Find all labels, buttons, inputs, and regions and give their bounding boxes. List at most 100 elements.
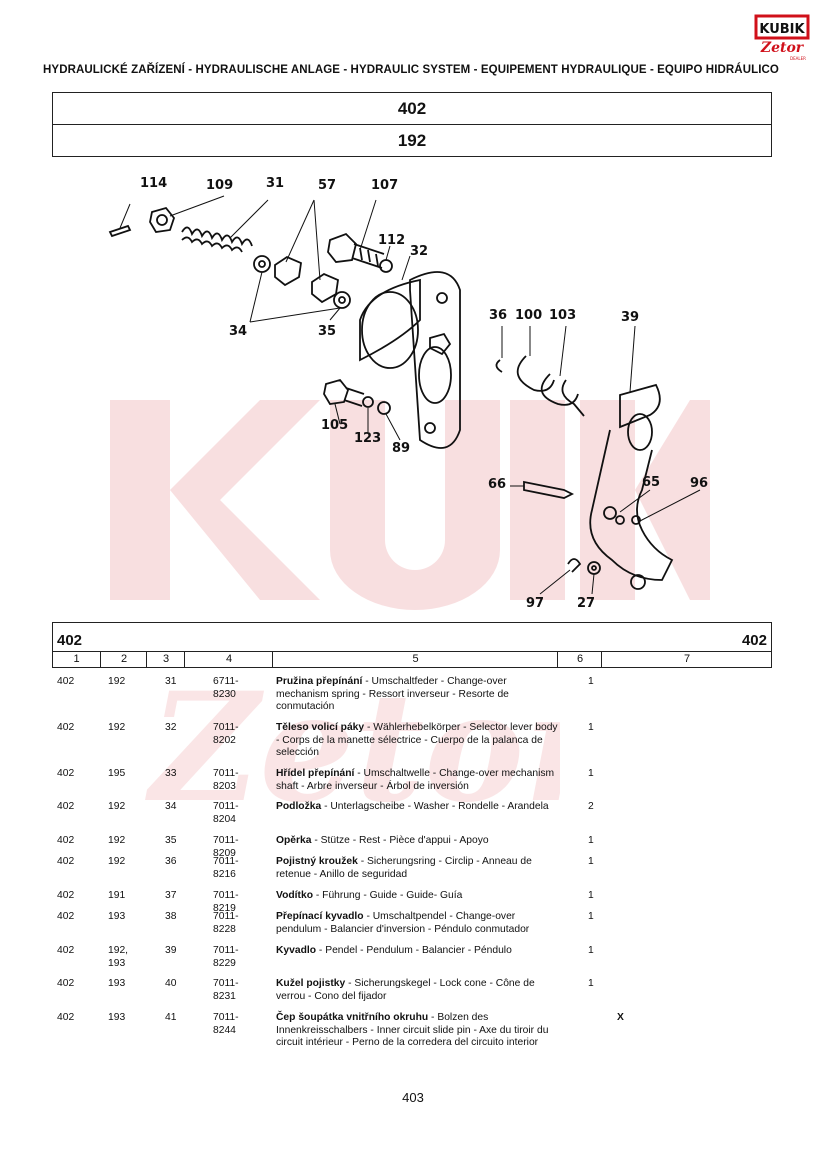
row-cell-2: 192 xyxy=(108,801,126,812)
row-cell-2: 192 xyxy=(108,676,126,687)
row-description: Přepínací kyvadlo - Umschaltpendel - Cha… xyxy=(276,911,562,936)
row-qty: 1 xyxy=(588,945,594,956)
row-cell-2: 192 xyxy=(108,722,126,733)
row-qty: 1 xyxy=(588,890,594,901)
callout-57: 57 xyxy=(318,178,337,193)
row-cell-1: 402 xyxy=(57,856,75,867)
row-description: Těleso volicí páky - Wählerhebelkörper -… xyxy=(276,722,562,760)
row-cell-2: 193 xyxy=(108,978,126,989)
row-part-number: 7011-8203 xyxy=(213,768,239,792)
callout-114: 114 xyxy=(140,176,168,191)
row-cell-3: 31 xyxy=(165,676,177,687)
row-name: Hřídel přepínání xyxy=(276,768,355,779)
row-name: Opěrka xyxy=(276,835,312,846)
svg-text:Zetor: Zetor xyxy=(760,40,805,56)
callout-31: 31 xyxy=(266,176,285,191)
row-part-number: 6711-8230 xyxy=(213,676,239,700)
row-qty: 1 xyxy=(588,676,594,687)
column-headers: 1 2 3 4 5 6 7 xyxy=(53,651,771,667)
svg-text:DEALER: DEALER xyxy=(790,56,806,61)
callout-89: 89 xyxy=(392,441,411,456)
row-description: Vodítko - Führung - Guide - Guide- Guía xyxy=(276,890,562,903)
zetor-watermark: Zetor xyxy=(145,660,560,836)
group-code-left: 402 xyxy=(57,632,83,649)
callout-109: 109 xyxy=(206,178,234,193)
row-part-number: 7011-8231 xyxy=(213,978,239,1002)
row-desc: - Unterlagscheibe - Washer - Rondelle - … xyxy=(321,801,549,812)
col-header-3: 3 xyxy=(146,652,185,667)
row-description: Podložka - Unterlagscheibe - Washer - Ro… xyxy=(276,801,562,814)
row-name: Pružina přepínání xyxy=(276,676,363,687)
row-qty: 1 xyxy=(588,722,594,733)
callout-96: 96 xyxy=(690,476,709,491)
kubik-watermark xyxy=(110,400,710,610)
callout-34: 34 xyxy=(229,324,248,339)
row-description: Hřídel přepínání - Umschaltwelle - Chang… xyxy=(276,768,562,793)
row-cell-2: 191 xyxy=(108,890,126,901)
row-cell-1: 402 xyxy=(57,835,75,846)
row-name: Kužel pojistky xyxy=(276,978,346,989)
row-cell-1: 402 xyxy=(57,890,75,901)
col-header-5: 5 xyxy=(272,652,558,667)
row-cell-1: 402 xyxy=(57,801,75,812)
svg-text:KUBIK: KUBIK xyxy=(759,22,805,37)
row-description: Kužel pojistky - Sicherungskegel - Lock … xyxy=(276,978,562,1003)
callout-97: 97 xyxy=(526,596,545,611)
parts-table-header: 402 402 1 2 3 4 5 6 7 xyxy=(52,622,772,668)
row-description: Pružina přepínání - Umschaltfeder - Chan… xyxy=(276,676,562,714)
row-description: Opěrka - Stütze - Rest - Pièce d'appui -… xyxy=(276,835,562,848)
row-part-number: 7011-8204 xyxy=(213,801,239,825)
row-part-number: 7011-8244 xyxy=(213,1012,239,1036)
row-desc: - Umschaltwelle - Change-over mechanism … xyxy=(276,768,555,792)
row-qty: 1 xyxy=(588,768,594,779)
row-qty: 1 xyxy=(588,835,594,846)
row-cell-3: 41 xyxy=(165,1012,177,1023)
row-cell-2: 193 xyxy=(108,1012,126,1023)
row-note: X xyxy=(617,1012,624,1023)
row-cell-2: 192, 193 xyxy=(108,945,129,969)
row-desc: - Wählerhebelkörper - Selector lever bod… xyxy=(276,722,558,759)
callout-65: 65 xyxy=(642,475,661,490)
row-description: Pojistný kroužek - Sicherungsring - Circ… xyxy=(276,856,562,881)
callout-107: 107 xyxy=(371,178,399,193)
row-name: Těleso volicí páky xyxy=(276,722,365,733)
svg-text:Zetor: Zetor xyxy=(145,660,560,836)
row-desc: - Sicherungsring - Circlip - Anneau de r… xyxy=(276,856,532,880)
section-code-box: 402 192 xyxy=(52,92,772,157)
page-header-title: HYDRAULICKÉ ZAŘÍZENÍ - HYDRAULISCHE ANLA… xyxy=(43,64,779,76)
row-part-number: 7011-8219 xyxy=(213,890,239,914)
row-cell-1: 402 xyxy=(57,768,75,779)
row-qty: 1 xyxy=(588,978,594,989)
row-name: Kyvadlo xyxy=(276,945,317,956)
col-header-4: 4 xyxy=(184,652,273,667)
col-header-1: 1 xyxy=(73,653,80,665)
row-qty: 1 xyxy=(588,911,594,922)
row-name: Čep šoupátka vnitřního okruhu xyxy=(276,1012,429,1023)
row-name: Pojistný kroužek xyxy=(276,856,358,867)
group-code-right: 402 xyxy=(741,632,767,649)
callout-105: 105 xyxy=(321,418,349,433)
row-cell-1: 402 xyxy=(57,911,75,922)
row-cell-2: 192 xyxy=(108,835,126,846)
row-name: Vodítko xyxy=(276,890,313,901)
row-name: Podložka xyxy=(276,801,322,812)
row-cell-3: 39 xyxy=(165,945,177,956)
row-part-number: 7011-8216 xyxy=(213,856,239,880)
callout-35: 35 xyxy=(318,324,337,339)
row-cell-2: 193 xyxy=(108,911,126,922)
col-header-2: 2 xyxy=(100,652,147,667)
row-cell-3: 33 xyxy=(165,768,177,779)
row-cell-1: 402 xyxy=(57,722,75,733)
row-desc: - Pendel - Pendulum - Balancier - Péndul… xyxy=(316,945,512,956)
row-desc: - Sicherungskegel - Lock cone - Cône de … xyxy=(276,978,535,1002)
row-desc: - Bolzen des Innenkreisschalbers - Inner… xyxy=(276,1012,549,1049)
row-part-number: 7011-8228 xyxy=(213,911,239,935)
row-qty: 2 xyxy=(588,801,594,812)
row-cell-3: 35 xyxy=(165,835,177,846)
row-cell-3: 36 xyxy=(165,856,177,867)
row-cell-1: 402 xyxy=(57,1012,75,1023)
row-desc: - Stütze - Rest - Pièce d'appui - Apoyo xyxy=(311,835,489,846)
row-cell-2: 195 xyxy=(108,768,126,779)
row-cell-3: 40 xyxy=(165,978,177,989)
row-cell-1: 402 xyxy=(57,945,75,956)
